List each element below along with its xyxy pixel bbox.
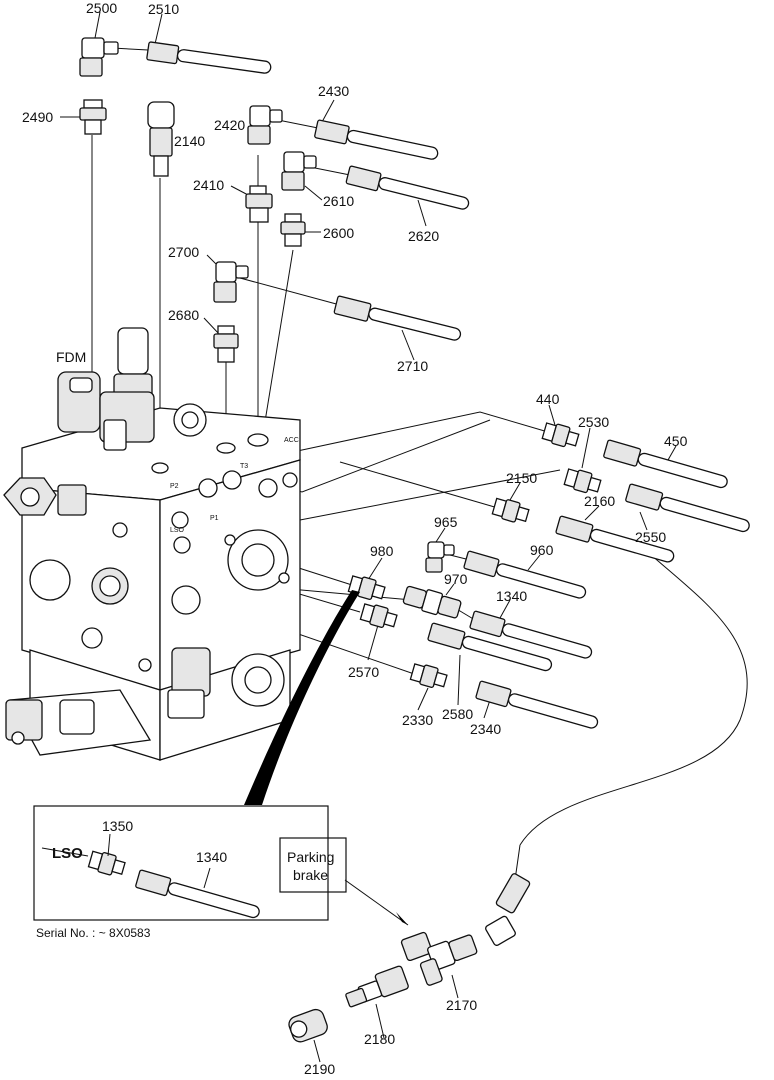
label-inset-1350: 1350 — [102, 818, 133, 834]
label-lso: LSO — [52, 845, 83, 862]
block-mark-t3: T3 — [240, 463, 248, 470]
label-2500: 2500 — [86, 0, 117, 16]
label-2160: 2160 — [584, 493, 615, 509]
label-fdm: FDM — [56, 349, 86, 365]
label-2580: 2580 — [442, 706, 473, 722]
tubes-right — [427, 439, 750, 729]
valve-block — [3, 327, 301, 761]
label-2510: 2510 — [148, 1, 179, 17]
block-marks: LSO P1 P2 T3 ACC — [170, 437, 299, 534]
label-980: 980 — [370, 543, 394, 559]
part-labels: 2500 2510 2490 2140 2430 2420 2410 2610 … — [22, 0, 688, 737]
label-2430: 2430 — [318, 83, 349, 99]
label-2170: 2170 — [446, 997, 477, 1013]
label-2410: 2410 — [193, 177, 224, 193]
label-2600: 2600 — [323, 225, 354, 241]
label-450: 450 — [664, 433, 688, 449]
label-970: 970 — [444, 571, 468, 587]
block-mark-acc: ACC — [284, 437, 299, 444]
label-2330: 2330 — [402, 712, 433, 728]
label-2710: 2710 — [397, 358, 428, 374]
label-2610: 2610 — [323, 193, 354, 209]
label-2190: 2190 — [304, 1061, 335, 1077]
label-2620: 2620 — [408, 228, 439, 244]
tubes-top — [146, 41, 470, 341]
parking-brake-group — [279, 837, 531, 1063]
label-2550: 2550 — [635, 529, 666, 545]
label-2150: 2150 — [506, 470, 537, 486]
label-2700: 2700 — [168, 244, 199, 260]
block-mark-p2: P2 — [170, 483, 179, 490]
label-1340: 1340 — [496, 588, 527, 604]
label-2420: 2420 — [214, 117, 245, 133]
label-2140: 2140 — [174, 133, 205, 149]
serial-number: Serial No. : ~ 8X0583 — [36, 926, 151, 940]
fittings-right — [347, 422, 602, 688]
fittings-top — [79, 37, 317, 363]
inset-pointer — [244, 590, 360, 805]
label-2490: 2490 — [22, 109, 53, 125]
label-960: 960 — [530, 542, 554, 558]
block-mark-lso: LSO — [170, 527, 185, 534]
label-parking: Parking — [287, 849, 334, 865]
label-2180: 2180 — [364, 1031, 395, 1047]
parking-labels: Parking brake 2170 2180 2190 — [287, 849, 477, 1077]
label-2340: 2340 — [470, 721, 501, 737]
label-965: 965 — [434, 514, 458, 530]
inset-labels: 1350 1340 LSO Serial No. : ~ 8X0583 — [36, 818, 227, 940]
label-2530: 2530 — [578, 414, 609, 430]
label-brake: brake — [293, 867, 328, 883]
block-mark-p1: P1 — [210, 515, 219, 522]
label-inset-1340: 1340 — [196, 849, 227, 865]
label-2570: 2570 — [348, 664, 379, 680]
inset-box — [33, 805, 329, 921]
label-440: 440 — [536, 391, 560, 407]
label-2680: 2680 — [168, 307, 199, 323]
